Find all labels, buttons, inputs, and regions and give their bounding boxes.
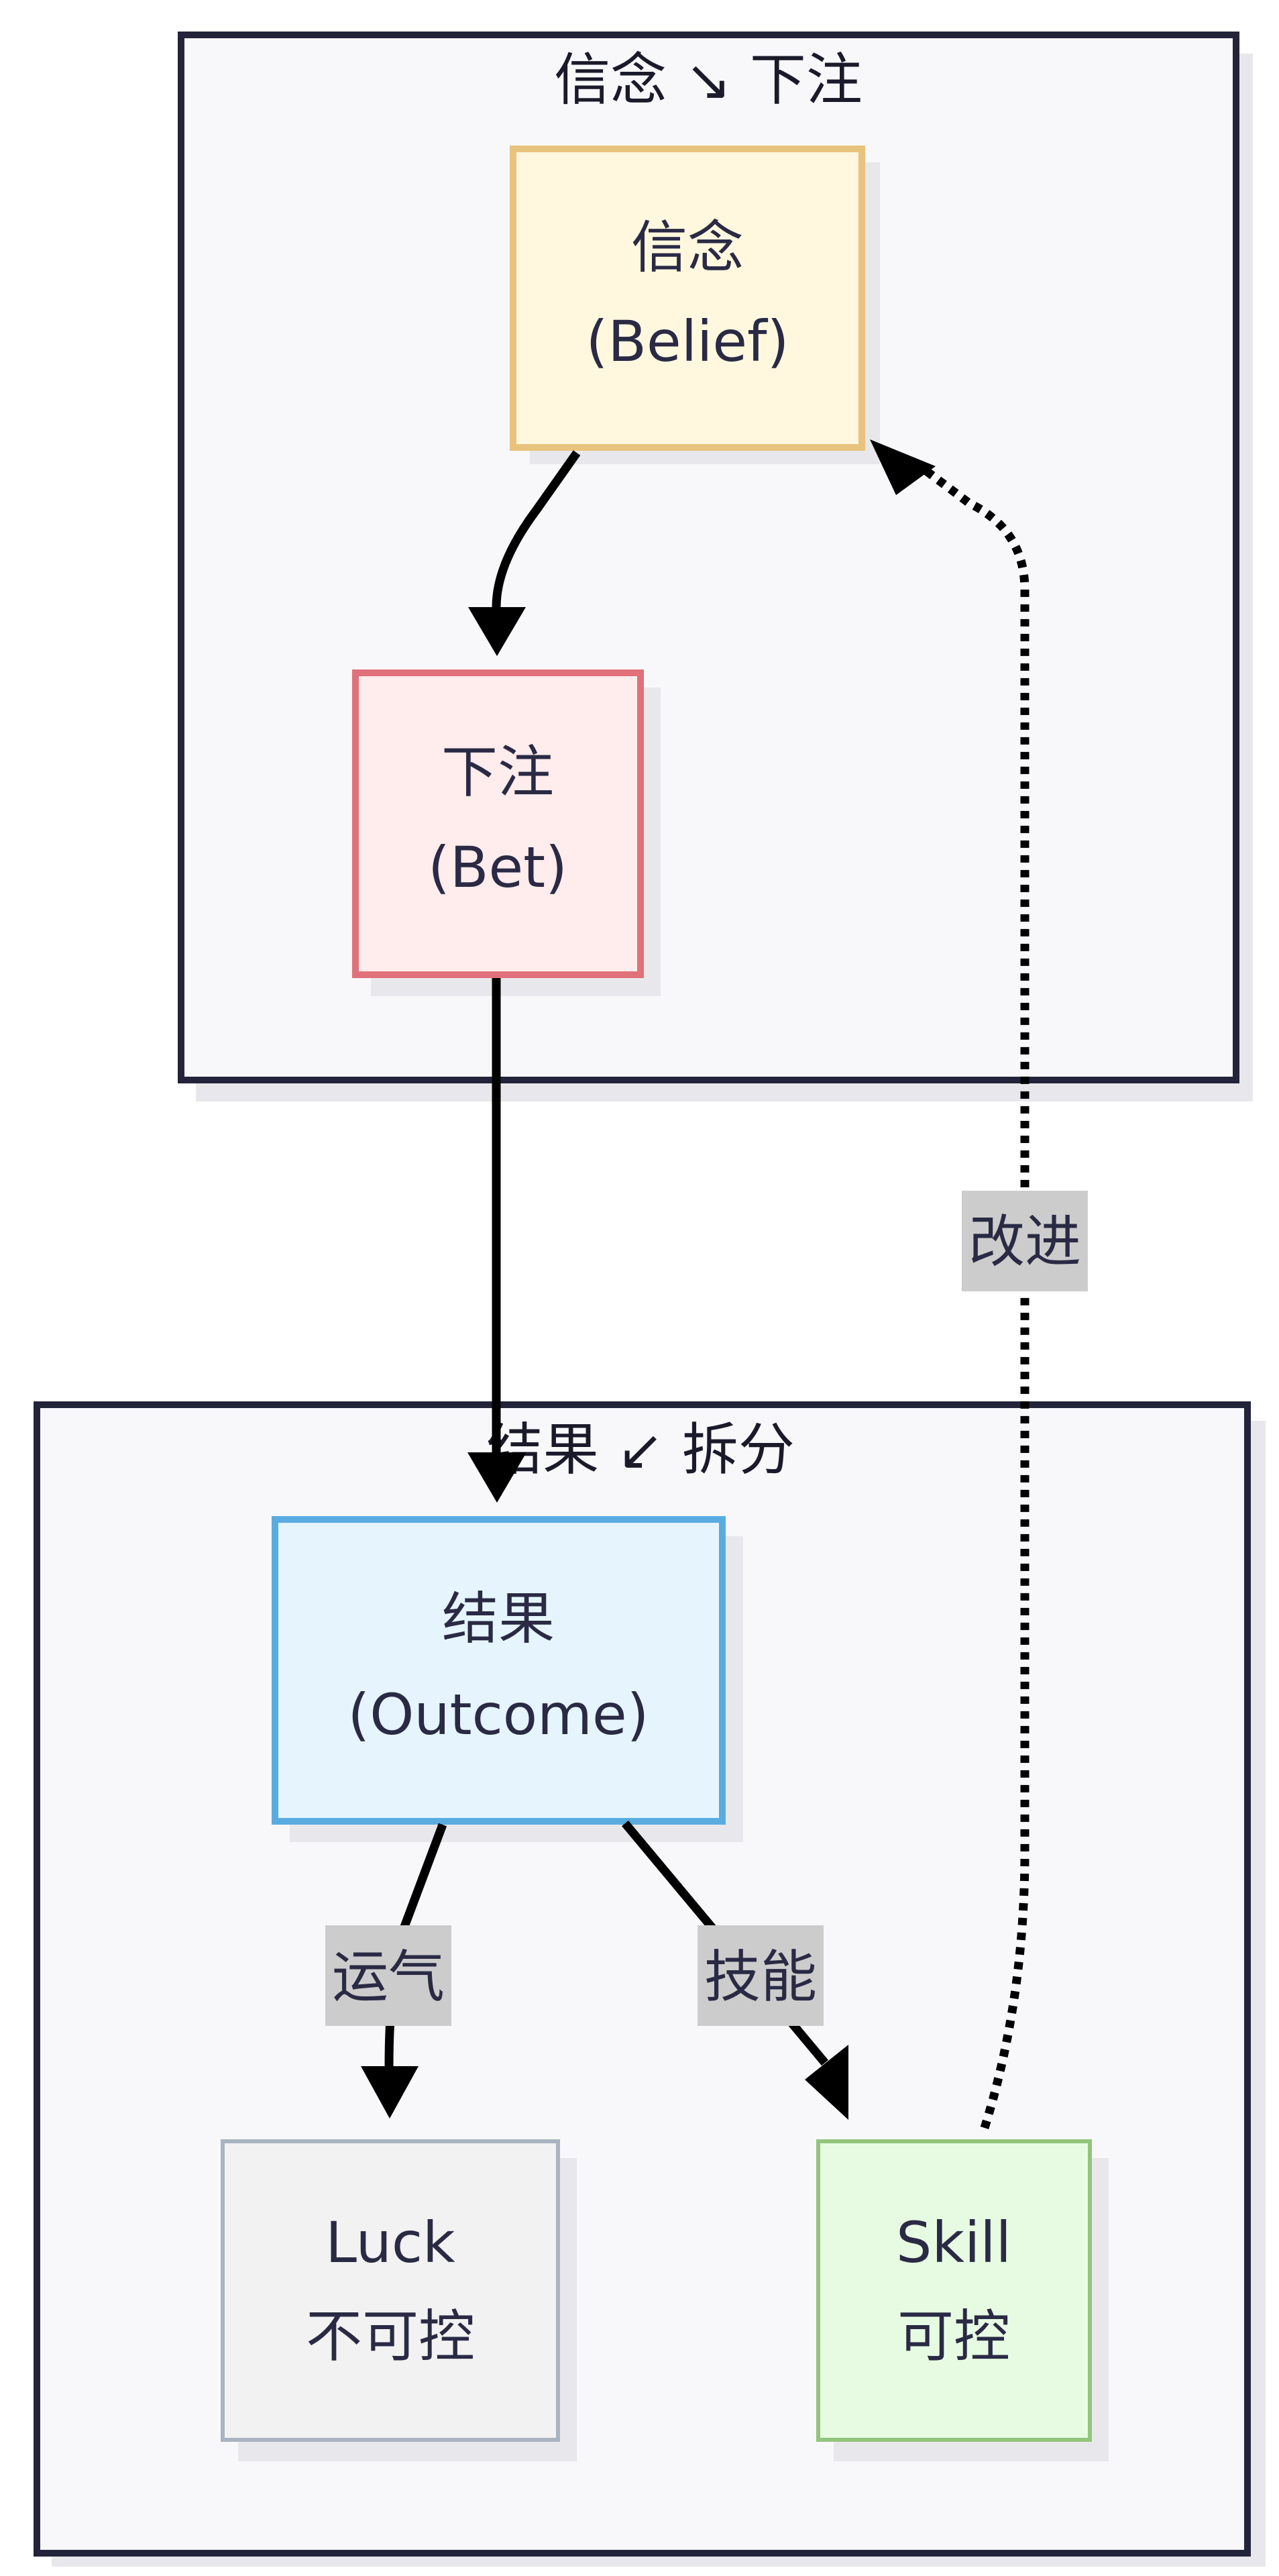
node-belief: 信念 (Belief) [510, 146, 880, 464]
edge-outcome-to-skill-arrowhead [805, 2045, 848, 2120]
edge-bet-to-outcome-arrowhead [467, 1452, 526, 1503]
edge-skill-label: 技能 [704, 1944, 817, 2010]
cluster-outcome-split-title: 结果 ↙ 拆分 [486, 1417, 795, 1483]
edge-skill-label-bg [698, 1925, 824, 2026]
node-belief-box [510, 146, 865, 451]
node-bet: 下注 (Bet) [352, 669, 661, 996]
node-outcome-box [272, 1516, 726, 1825]
node-outcome: 结果 (Outcome) [272, 1516, 743, 1842]
edge-belief-to-bet-line [492, 450, 581, 608]
node-outcome-sublabel: (Outcome) [348, 1682, 649, 1748]
edge-luck-label-bg [325, 1925, 451, 2026]
edge-outcome-to-luck-arrowhead [361, 2066, 419, 2118]
edge-skill-to-belief: 改进 [870, 439, 1088, 2129]
node-outcome-label: 结果 [442, 1586, 555, 1652]
edge-skill-to-belief-arrowhead [870, 439, 936, 495]
edge-skill-to-belief-line [913, 459, 1030, 2129]
edge-luck-label: 运气 [332, 1944, 445, 2010]
node-luck: Luck 不可控 [221, 2139, 577, 2461]
node-bet-label: 下注 [441, 739, 554, 805]
edge-outcome-to-luck: 运气 [325, 1823, 451, 2118]
node-skill: Skill 可控 [816, 2139, 1109, 2461]
node-luck-box [221, 2139, 560, 2442]
edge-belief-to-bet-arrowhead [468, 607, 526, 656]
edge-outcome-to-skill: 技能 [622, 1820, 848, 2120]
node-luck-label: Luck [325, 2210, 455, 2275]
edge-belief-to-bet [468, 450, 581, 656]
node-belief-sublabel: (Belief) [586, 309, 789, 374]
cluster-belief-bet-title: 信念 ↘ 下注 [554, 47, 863, 113]
node-belief-label: 信念 [631, 215, 744, 280]
node-skill-label: Skill [896, 2210, 1011, 2275]
node-bet-sublabel: (Bet) [428, 835, 567, 900]
edge-improve-label-bg [962, 1191, 1088, 1291]
edge-improve-label: 改进 [968, 1209, 1081, 1275]
node-luck-sublabel: 不可控 [306, 2304, 475, 2369]
node-skill-sublabel: 可控 [897, 2304, 1010, 2369]
node-bet-box [352, 669, 644, 978]
edge-bet-to-outcome [467, 978, 526, 1503]
node-skill-box [816, 2139, 1092, 2442]
